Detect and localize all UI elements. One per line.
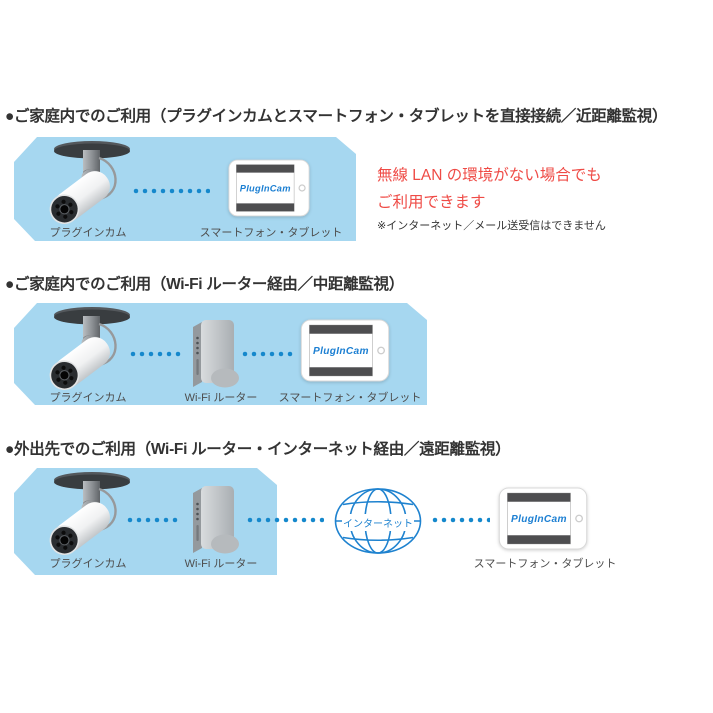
section3-heading: ●外出先でのご利用（Wi-Fi ルーター・インターネット経由／遠距離監視）	[5, 441, 511, 458]
wireless-link-dots	[133, 188, 210, 194]
wireless-link-dots	[242, 351, 296, 357]
tablet-label: スマートフォン・タブレット	[473, 558, 617, 570]
no-wlan-note-line1: 無線 LAN の環境がない場合でも	[377, 167, 602, 184]
wireless-link-dots	[432, 517, 490, 523]
tablet-icon: PlugInCam	[228, 159, 310, 217]
camera-label: プラグインカム	[49, 392, 127, 404]
wireless-link-dots	[130, 351, 184, 357]
wireless-link-dots	[247, 517, 324, 523]
tablet-icon: PlugInCam	[498, 487, 588, 550]
camera-label: プラグインカム	[49, 227, 127, 239]
tablet-screen-logo: PlugInCam	[511, 514, 567, 525]
router-label: Wi-Fi ルーター	[184, 392, 258, 404]
tablet-label: スマートフォン・タブレット	[199, 227, 343, 239]
tablet-label: スマートフォン・タブレット	[278, 392, 422, 404]
camera-label: プラグインカム	[49, 558, 127, 570]
tablet-screen-logo: PlugInCam	[313, 346, 369, 357]
home-button-icon	[298, 184, 306, 192]
internet-label: インターネット	[342, 514, 414, 531]
camera-icon	[43, 139, 132, 231]
wireless-link-dots	[127, 517, 181, 523]
section2-heading: ●ご家庭内でのご利用（Wi-Fi ルーター経由／中距離監視）	[5, 276, 404, 293]
router-label: Wi-Fi ルーター	[184, 558, 258, 570]
no-wlan-note-line2: ご利用できます	[377, 194, 486, 211]
no-internet-caption: ※インターネット／メール送受信はできません	[377, 220, 606, 232]
tablet-screen-logo: PlugInCam	[240, 183, 291, 193]
no-wlan-note: 無線 LAN の環境がない場合でも ご利用できます	[377, 162, 602, 216]
home-button-icon	[377, 346, 385, 355]
section1-heading: ●ご家庭内でのご利用（プラグインカムとスマートフォン・タブレットを直接接続／近距…	[5, 108, 668, 125]
tablet-icon: PlugInCam	[300, 319, 390, 382]
wifi-router-icon	[193, 486, 239, 554]
wifi-router-icon	[193, 320, 239, 388]
home-button-icon	[575, 514, 583, 523]
